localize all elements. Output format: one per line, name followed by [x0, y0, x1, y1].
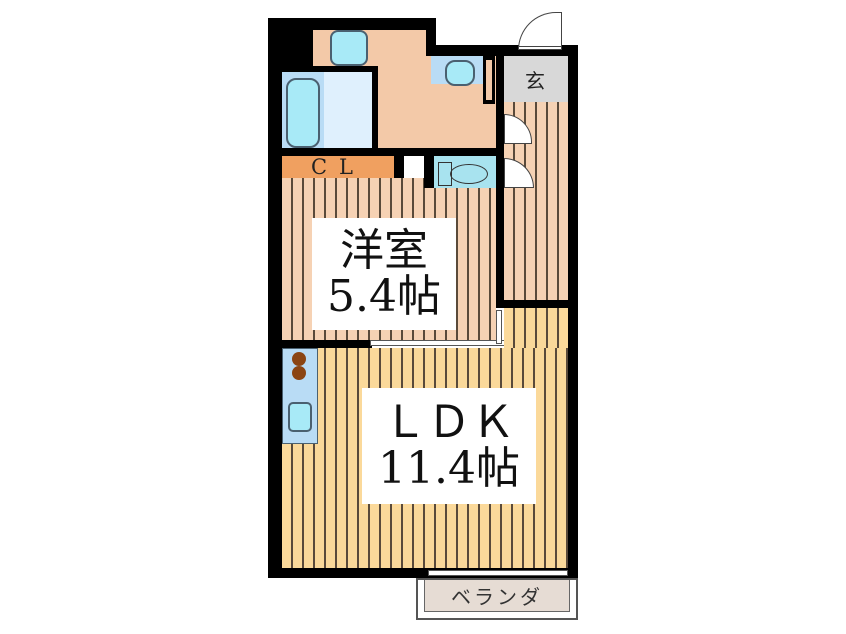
outer-wall-top-right — [426, 45, 578, 56]
ldk-floor-right — [504, 308, 568, 348]
western-room-wall-bottom — [282, 340, 372, 348]
outer-wall-bottom — [268, 568, 578, 578]
ldk-size: 11.4帖 — [378, 443, 520, 494]
front-door-threshold — [518, 46, 562, 50]
stove-burner-2 — [292, 366, 306, 380]
bath-wall — [282, 66, 378, 72]
western-room-side-door[interactable] — [496, 310, 502, 344]
outer-wall-notch — [426, 18, 436, 56]
closet: CL — [282, 155, 394, 179]
entrance: 玄 — [502, 56, 568, 102]
balcony-label: ベランダ — [451, 585, 543, 609]
washbasin-icon — [445, 60, 475, 86]
balcony: ベランダ — [416, 578, 578, 620]
floor-plan: CL 玄 洋室 5.4帖 ＬＤＫ 11.4帖 — [268, 12, 578, 620]
toilet-bowl — [450, 164, 488, 184]
balcony-window[interactable] — [428, 570, 568, 576]
stove-burner-1 — [292, 352, 306, 366]
shoe-box — [486, 60, 492, 100]
washing-machine-icon — [330, 30, 368, 66]
toilet-wall-left — [424, 148, 434, 198]
kitchen-sink-icon — [288, 402, 312, 432]
western-room-name: 洋室 — [340, 224, 428, 276]
hall-wall-left — [496, 56, 504, 306]
closet-wall-top — [282, 148, 498, 156]
bathtub-icon — [286, 78, 320, 148]
ldk-label: ＬＤＫ 11.4帖 — [362, 388, 536, 504]
toilet-icon — [438, 162, 490, 186]
western-room-sliding-door[interactable] — [370, 340, 506, 346]
hall-wall-bottom — [496, 300, 576, 308]
entrance-label: 玄 — [525, 68, 545, 93]
western-room-size: 5.4帖 — [327, 271, 441, 322]
closet-label: CL — [310, 155, 365, 179]
ldk-name: ＬＤＫ — [383, 396, 515, 448]
outer-wall-right — [568, 45, 578, 578]
corner-column-top — [268, 18, 313, 66]
pipe-space — [404, 156, 424, 178]
closet-partition — [394, 148, 404, 188]
balcony-inner: ベランダ — [424, 580, 570, 612]
western-room-label: 洋室 5.4帖 — [312, 218, 456, 330]
front-door[interactable] — [518, 12, 562, 50]
washroom-door[interactable] — [504, 114, 532, 144]
shower-area — [324, 72, 372, 154]
outer-wall-left — [268, 18, 282, 578]
western-room-floor-top — [282, 178, 424, 190]
bath-wall-right — [372, 66, 378, 154]
